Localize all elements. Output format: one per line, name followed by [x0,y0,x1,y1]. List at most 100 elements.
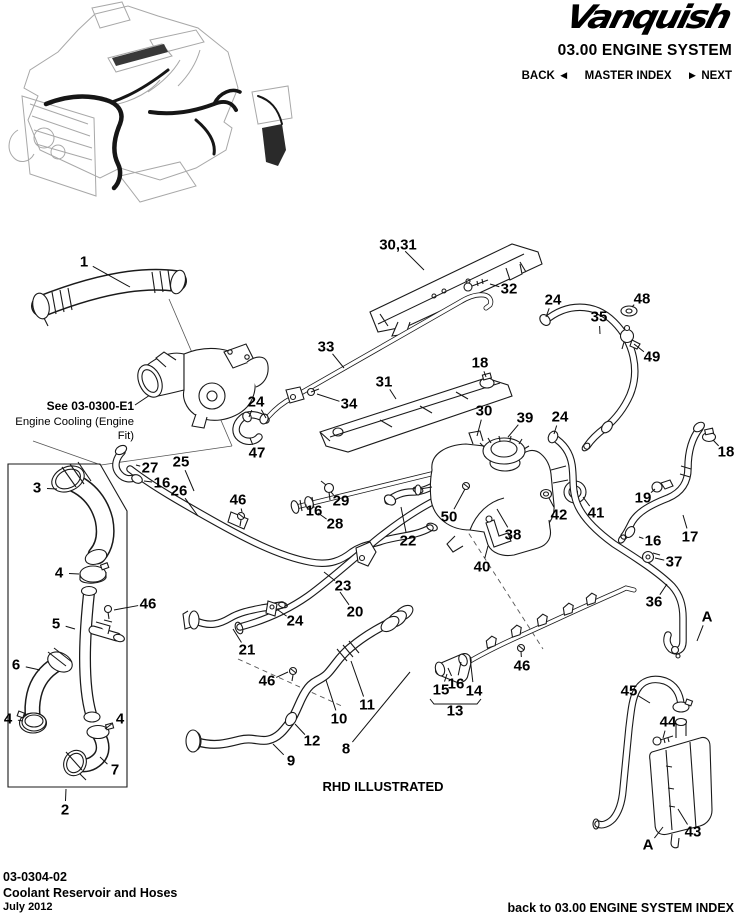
callout-2: 2 [61,802,69,819]
callout-leader [469,656,474,683]
callout-31: 31 [376,374,393,391]
callout-4: 4 [55,565,64,582]
callout-leader [483,371,487,378]
nav-next[interactable]: ► NEXT [687,70,732,82]
part-reservoir-38 [414,430,569,557]
callout-leader [248,409,253,418]
part-clamp-4-a [79,562,110,584]
callout-4: 4 [116,711,125,728]
callout-leader [404,250,425,271]
part-hose-17 [617,421,705,544]
callout-45: 45 [621,683,638,700]
callout-28: 28 [327,516,344,533]
callout-16: 16 [306,503,323,520]
callout-leader [277,609,287,617]
callout-A: A [702,609,713,626]
callout-leader [553,425,558,435]
callout-leader [332,353,345,369]
callout-leader [143,480,153,483]
callout-leader [64,788,67,802]
part-rail-30-31 [369,243,543,337]
callout-leader [650,488,656,493]
vanquish-logo: Vanquish [561,0,733,37]
callout-46: 46 [259,673,276,690]
callout-leader [453,488,466,510]
nav-master-index[interactable]: MASTER INDEX [584,70,672,82]
part-hose-36 [547,430,687,659]
part-hose-35 [539,303,639,452]
footer-info: 03-0304-02 Coolant Reservoir and Hoses J… [3,870,177,915]
callout-30: 30 [476,403,493,420]
index-link[interactable]: back to 03.00 ENGINE SYSTEM INDEX [507,901,734,915]
callout-leader [712,439,720,447]
callout-11: 11 [359,697,375,714]
nav-bar: BACK ◄ MASTER INDEX ► NEXT [522,70,732,82]
part-tank-43 [592,675,713,849]
next-arrow-icon: ► [686,70,699,82]
callout-leader [232,628,242,643]
callout-leader [104,723,112,730]
engine-cooling-note: See 03-0300-E1 Engine Cooling (Engine Fi… [4,399,134,444]
callout-leader [633,343,645,353]
callout-leader [330,491,334,496]
callout-49: 49 [644,349,661,366]
callout-48: 48 [634,291,651,308]
callout-22: 22 [400,533,417,550]
callout-15: 15 [433,682,450,699]
part-bolt-46-a [236,511,246,527]
callout-16: 16 [645,533,662,550]
callout-leader [548,497,555,508]
callout-16: 16 [154,475,171,492]
part-hose-3 [51,461,115,566]
callout-35: 35 [591,309,608,326]
callout-leader [662,730,666,739]
callout-leader [317,512,327,520]
callout-24: 24 [287,613,304,630]
callout-14: 14 [466,683,483,700]
part-bolt-32 [463,278,489,292]
callout-46: 46 [140,596,157,613]
part-hose-5 [78,585,125,723]
part-clip-19 [651,479,674,493]
callout-16: 16 [448,676,465,693]
callout-12: 12 [304,733,321,750]
callout-leader [240,508,243,513]
callout-leader [654,557,665,561]
callout-50: 50 [441,509,458,526]
callout-leader [325,679,337,711]
callout-leader [184,497,199,517]
callout-9: 9 [287,753,295,770]
callout-47: 47 [249,445,266,462]
callout-leader [444,673,448,682]
callout-leader [476,419,482,437]
callout-42: 42 [551,507,568,524]
nav-back[interactable]: BACK ◄ [522,70,570,82]
part-hose-6 [21,647,73,732]
callout-6: 6 [12,657,20,674]
callout-10: 10 [331,711,348,728]
callout-17: 17 [682,529,699,546]
callout-24: 24 [552,409,569,426]
callout-37: 37 [666,554,683,571]
part-hose-21 [182,600,288,630]
callout-26: 26 [171,483,188,500]
callout-40: 40 [474,559,491,576]
callout-18: 18 [472,355,489,372]
callout-43: 43 [685,824,702,841]
callout-4: 4 [4,711,13,728]
callout-leader [339,591,350,606]
part-hose-7 [63,722,115,781]
section-title: 03.00 ENGINE SYSTEM [557,42,732,59]
callout-leader [65,625,76,630]
rhd-note: RHD ILLUSTRATED [322,779,444,794]
callout-5: 5 [52,616,60,633]
callout-3: 3 [33,480,41,497]
doc-number: 03-0304-02 [3,870,67,884]
part-clamp-4-b [16,710,48,734]
part-grommet-42 [539,488,553,500]
callout-leader [637,695,651,704]
callout-46: 46 [514,658,531,675]
callout-leader [659,583,668,595]
